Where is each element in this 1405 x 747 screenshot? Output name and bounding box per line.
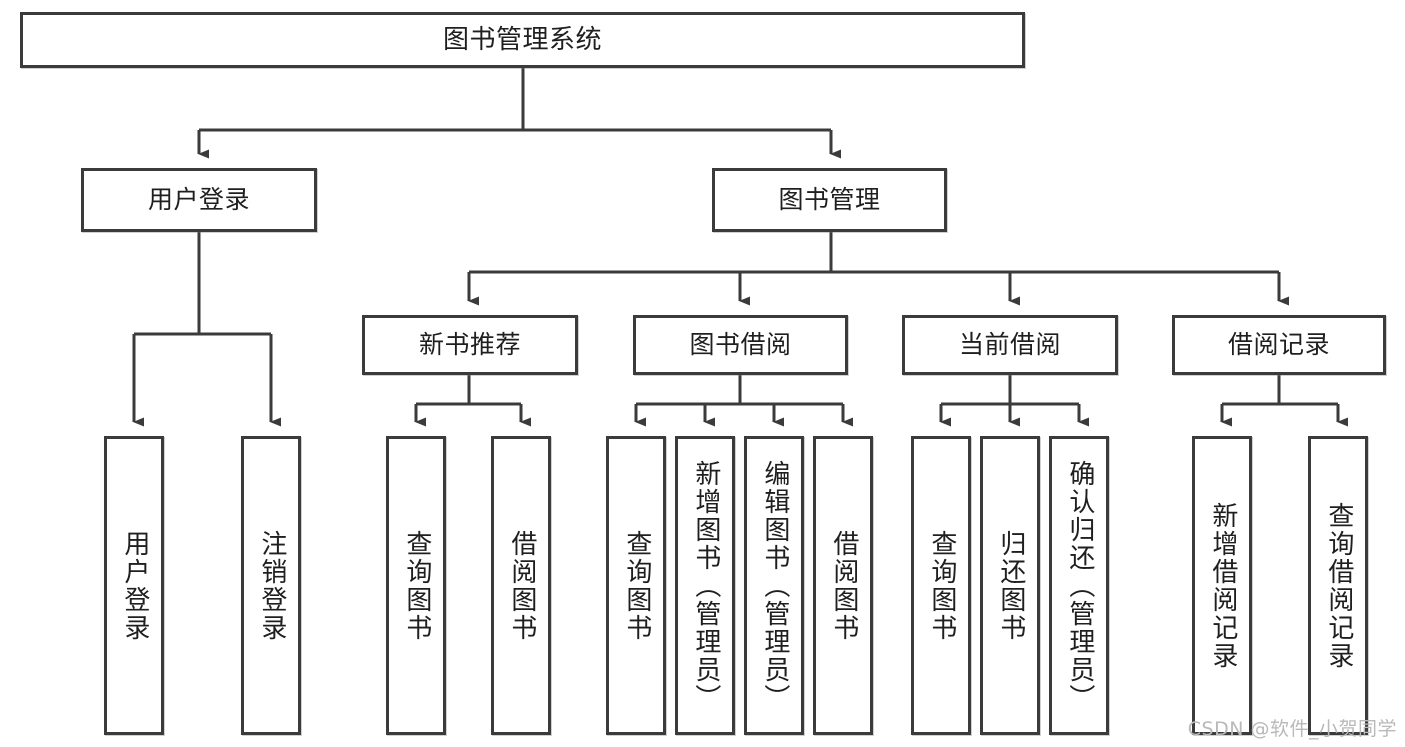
node-leaf-confirm-return-admin[interactable]: 确认归还（管理员） [1049,436,1109,735]
node-label: 确认归还（管理员） [1064,459,1095,712]
node-leaf-user-login[interactable]: 用户登录 [104,436,164,735]
node-label: 新增借阅记录 [1207,501,1238,670]
node-leaf-query-borrow-record[interactable]: 查询借阅记录 [1308,436,1368,735]
node-label: 借阅图书 [828,529,859,642]
node-root-book-management-system[interactable]: 图书管理系统 [20,12,1025,68]
node-leaf-logout[interactable]: 注销登录 [241,436,301,735]
node-leaf-query-book-rec[interactable]: 查询图书 [386,436,446,735]
node-label: 查询图书 [621,529,652,642]
node-current-borrowing[interactable]: 当前借阅 [902,315,1118,375]
node-book-borrowing[interactable]: 图书借阅 [633,315,848,375]
node-label: 用户登录 [147,185,250,215]
node-label: 查询图书 [401,529,432,642]
node-label: 图书管理 [778,185,881,215]
node-label: 图书借阅 [689,330,792,360]
node-label: 借阅记录 [1227,330,1330,360]
node-leaf-borrow-book[interactable]: 借阅图书 [813,436,873,735]
node-leaf-query-book-borrow[interactable]: 查询图书 [606,436,666,735]
node-label: 新书推荐 [418,330,521,360]
node-book-management[interactable]: 图书管理 [712,168,947,232]
node-leaf-add-borrow-record[interactable]: 新增借阅记录 [1192,436,1252,735]
node-label: 借阅图书 [506,529,537,642]
node-new-book-recommendation[interactable]: 新书推荐 [362,315,578,375]
node-leaf-return-book[interactable]: 归还图书 [980,436,1040,735]
node-label: 注销登录 [256,529,287,642]
node-user-login[interactable]: 用户登录 [81,168,317,232]
node-leaf-edit-book-admin[interactable]: 编辑图书（管理员） [744,436,804,735]
watermark: CSDN @软件_小贺同学 [1187,718,1397,740]
node-label: 用户登录 [119,529,150,642]
node-leaf-borrow-book-rec[interactable]: 借阅图书 [491,436,551,735]
node-label: 编辑图书（管理员） [759,459,790,712]
node-label: 查询图书 [926,529,957,642]
node-leaf-add-book-admin[interactable]: 新增图书（管理员） [675,436,735,735]
node-leaf-query-book-current[interactable]: 查询图书 [911,436,971,735]
node-borrowing-records[interactable]: 借阅记录 [1172,315,1386,375]
node-label: 归还图书 [995,529,1026,642]
node-label: 查询借阅记录 [1323,501,1354,670]
node-label: 图书管理系统 [442,24,602,55]
node-label: 当前借阅 [958,330,1061,360]
node-label: 新增图书（管理员） [690,459,721,712]
